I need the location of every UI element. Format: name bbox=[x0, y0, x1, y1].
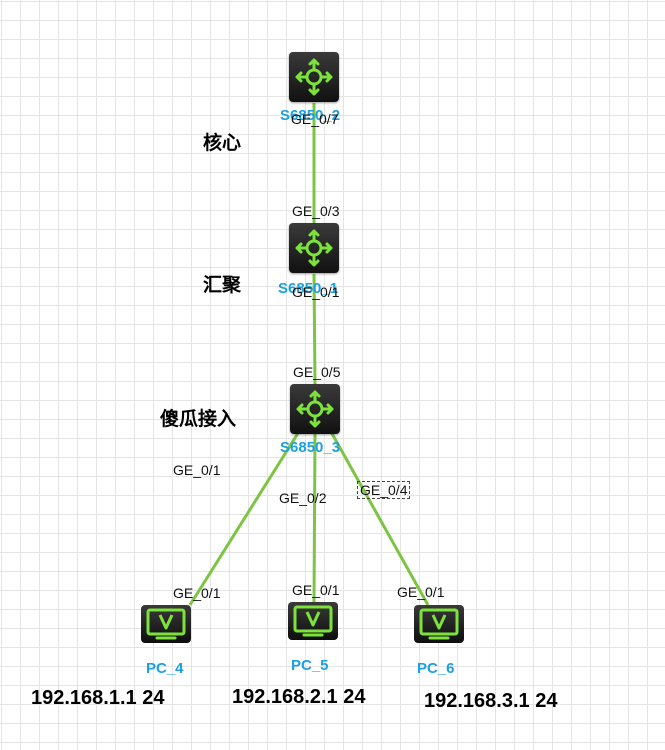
pc-monitor-icon bbox=[146, 608, 186, 640]
link-s3-pc6[interactable] bbox=[328, 429, 430, 606]
device-pc-5[interactable] bbox=[288, 602, 338, 640]
device-s6850-1[interactable] bbox=[289, 223, 339, 273]
layer-label-core: 核心 bbox=[203, 132, 242, 154]
device-label: S6850_2 bbox=[280, 107, 341, 124]
switch-router-icon bbox=[295, 229, 333, 267]
device-label: S6850_1 bbox=[278, 280, 339, 297]
link-s3-pc5[interactable] bbox=[312, 431, 317, 603]
device-s6850-2[interactable] bbox=[289, 52, 339, 102]
port-label: GE_0/2 bbox=[279, 490, 327, 506]
layer-label-aggregation: 汇聚 bbox=[203, 274, 242, 296]
device-s6850-3[interactable] bbox=[290, 384, 340, 434]
port-label: GE_0/5 bbox=[293, 364, 341, 380]
port-label: GE_0/3 bbox=[292, 203, 340, 219]
port-label: GE_0/1 bbox=[292, 582, 340, 598]
port-label: GE_0/1 bbox=[397, 584, 445, 600]
link-s3-pc4[interactable] bbox=[188, 429, 302, 606]
port-label: GE_0/1 bbox=[173, 462, 221, 478]
switch-router-icon bbox=[295, 58, 333, 96]
device-pc-4[interactable] bbox=[141, 605, 191, 643]
pc-monitor-icon bbox=[419, 608, 459, 640]
device-label: PC_5 bbox=[291, 657, 329, 674]
ip-label-pc6: 192.168.3.1 24 bbox=[424, 690, 558, 712]
switch-router-icon bbox=[296, 390, 334, 428]
device-label: PC_6 bbox=[417, 660, 455, 677]
device-label: S6850_3 bbox=[280, 439, 341, 456]
ip-label-pc4: 192.168.1.1 24 bbox=[31, 687, 165, 709]
port-label: GE_0/1 bbox=[173, 585, 221, 601]
device-pc-6[interactable] bbox=[414, 605, 464, 643]
ip-label-pc5: 192.168.2.1 24 bbox=[232, 686, 366, 708]
link-s1-s3[interactable] bbox=[312, 273, 317, 385]
port-label-selected[interactable]: GE_0/4 bbox=[357, 481, 411, 499]
layer-label-access: 傻瓜接入 bbox=[160, 408, 237, 430]
port-label: GE_0/1 bbox=[292, 284, 340, 300]
device-label: PC_4 bbox=[146, 660, 184, 677]
pc-monitor-icon bbox=[293, 605, 333, 637]
port-label: GE_0/7 bbox=[291, 111, 339, 127]
